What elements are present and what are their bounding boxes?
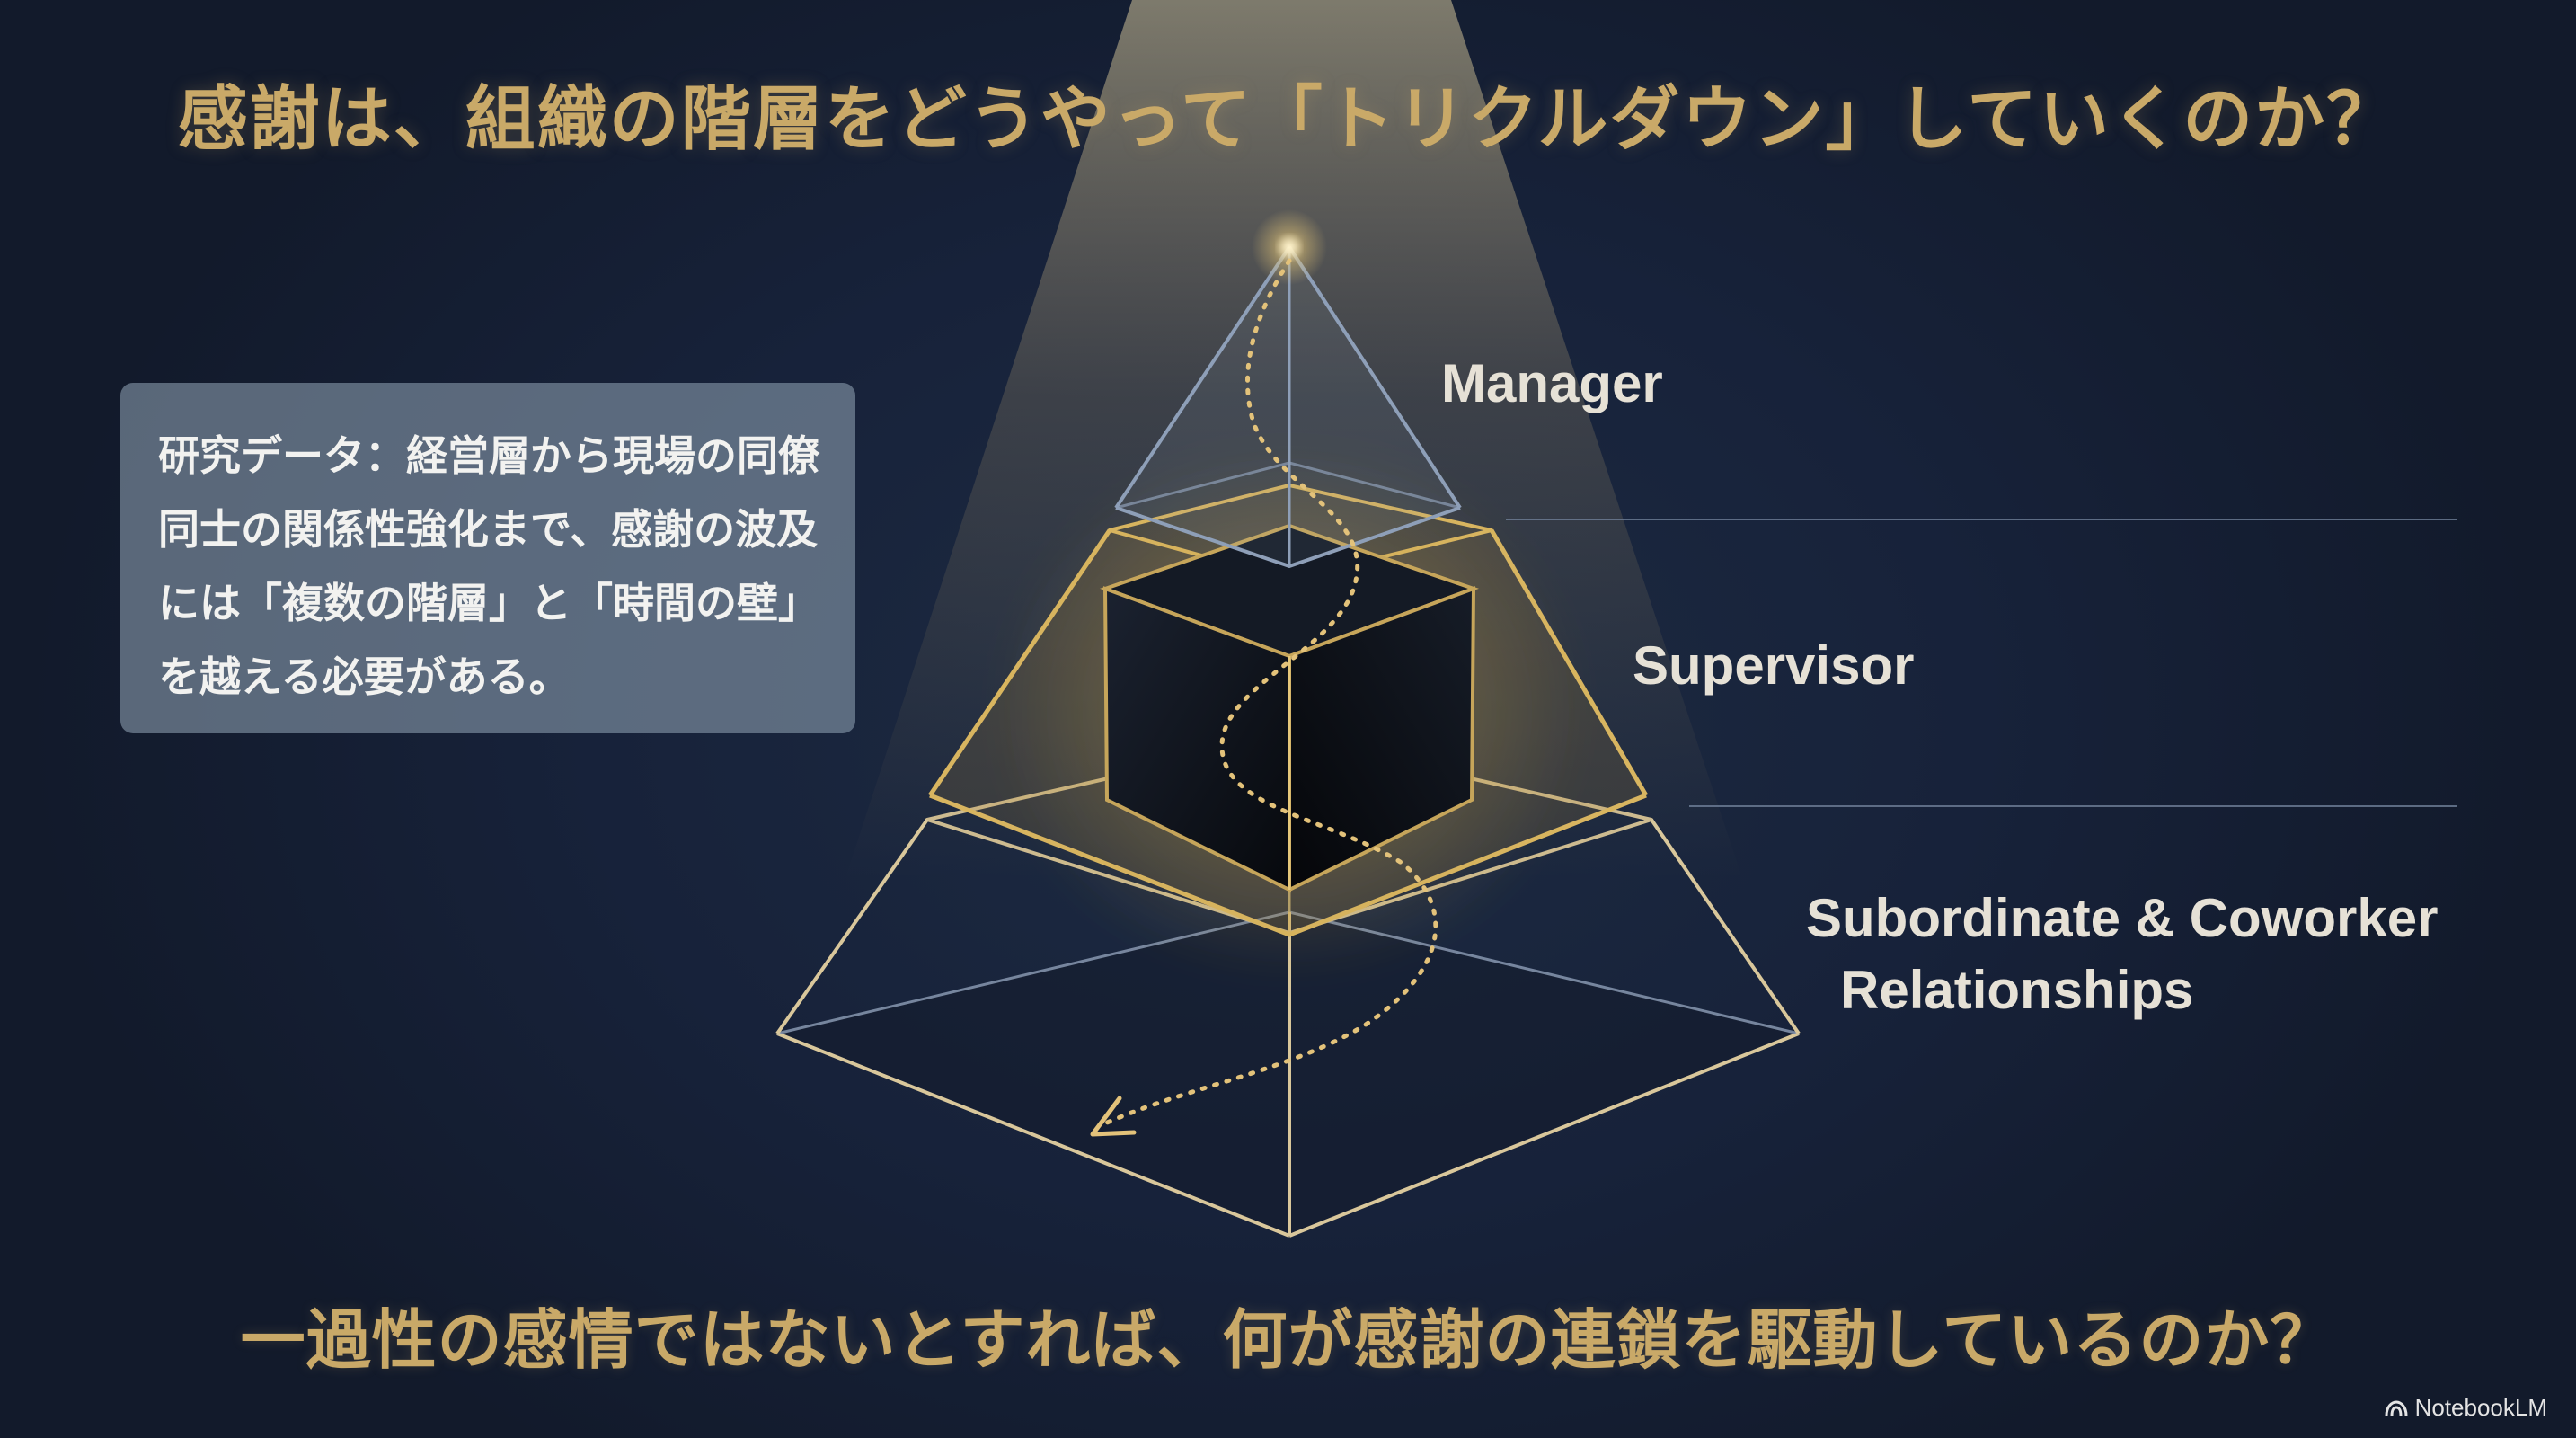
dotted-arrow-icon [1102,258,1438,1126]
tier-label-supervisor: Supervisor [1633,635,1915,696]
cube-icon [1100,523,1479,893]
arrow-head [1090,1096,1137,1137]
tier-label-manager: Manager [1441,353,1663,413]
research-note-text: 研究データ：経営層から現場の同僚同士の関係性強化まで、感謝の波及には「複数の階層… [158,431,819,701]
watermark: NotebookLM [2385,1394,2547,1422]
tier-label-subordinate-line1: Subordinate & Coworker [1806,888,2439,948]
research-note-box: 研究データ：経営層から現場の同僚同士の関係性強化まで、感謝の波及には「複数の階層… [120,383,855,733]
notebooklm-logo-icon [2385,1399,2408,1416]
tier-manager-pyramid [1114,245,1462,568]
tier-label-subordinate-line2: Relationships [1840,960,2194,1020]
tier-label-subordinate: Subordinate & Coworker Relationships [1806,883,2438,1026]
watermark-text: NotebookLM [2414,1394,2547,1421]
slide-title: 感謝は、組織の階層をどうやって「トリクルダウン」していくのか？ [177,79,2399,160]
closing-question: 一過性の感情ではないとすれば、何が感謝の連鎖を駆動しているのか？ [240,1302,2336,1378]
